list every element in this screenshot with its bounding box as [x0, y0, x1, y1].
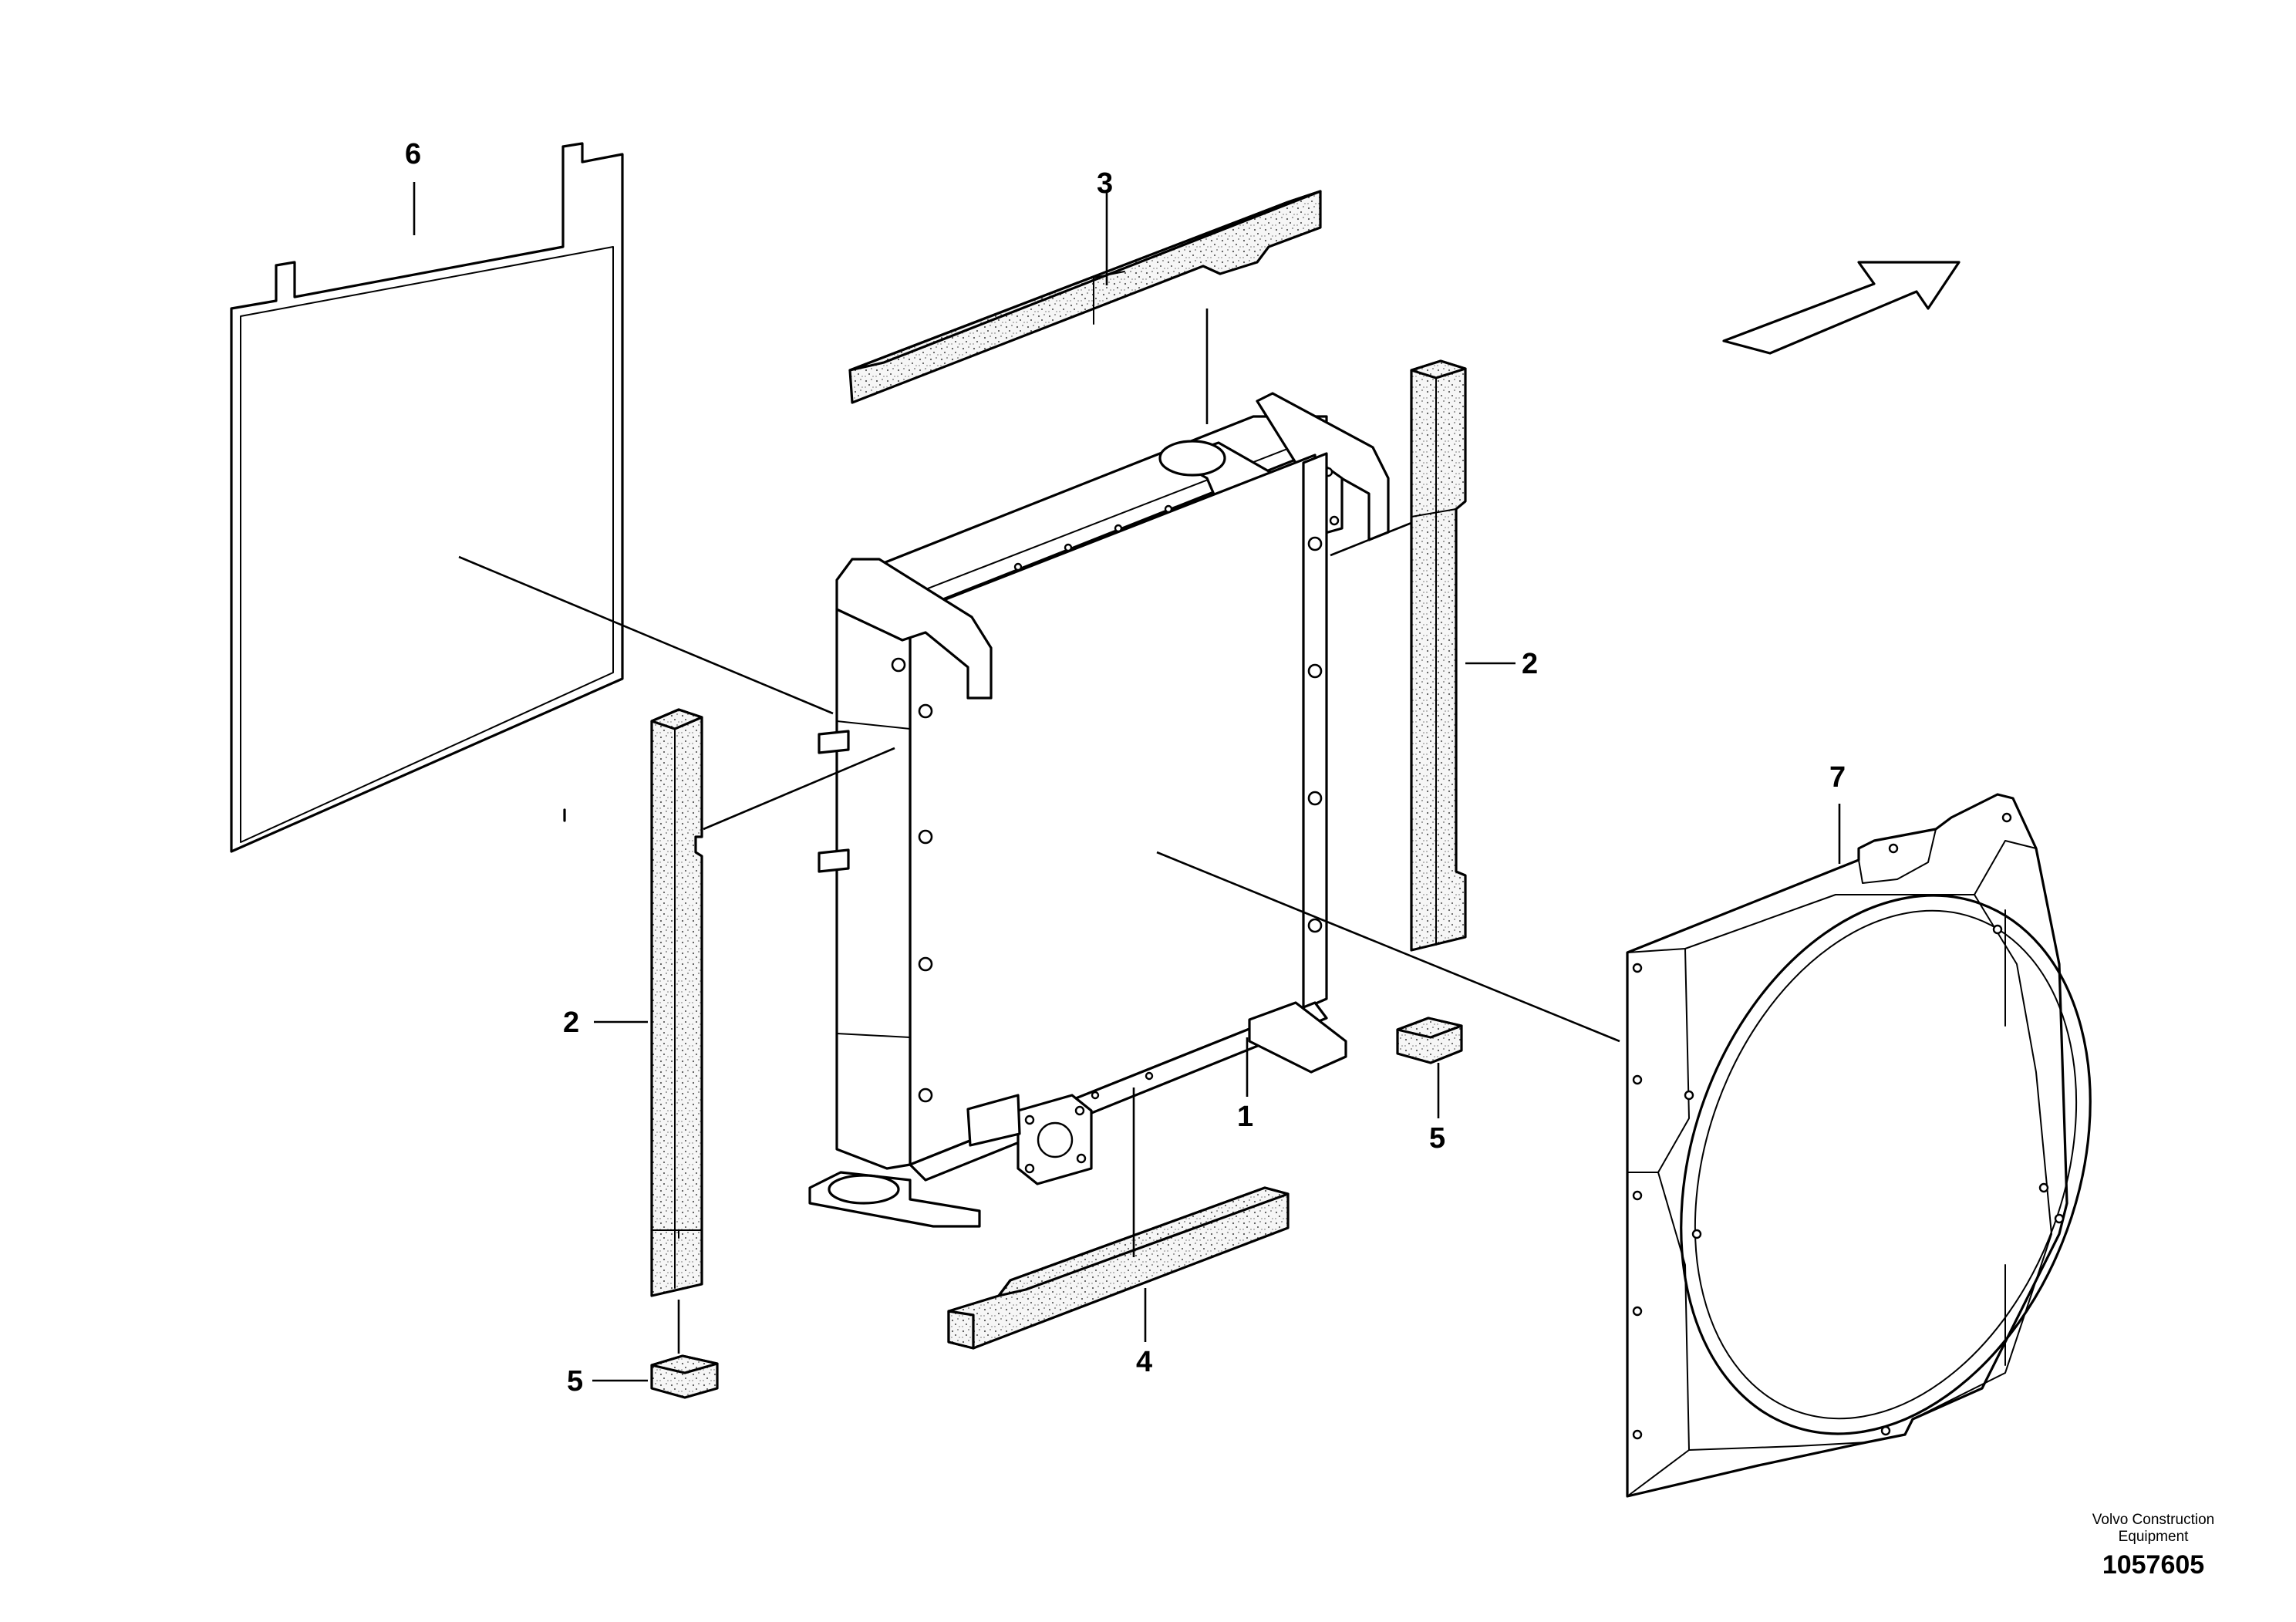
publisher-name: Volvo Construction Equipment — [2092, 1512, 2215, 1545]
callout-5-left: 5 — [567, 1365, 583, 1398]
publisher-watermark: Volvo Construction Equipment 1057605 — [2065, 1512, 2242, 1580]
part-2-left-foam-strip — [650, 708, 703, 1297]
callouts: 6 3 2 7 2 1 5 4 5 — [405, 138, 1846, 1398]
arrow-up-right-icon — [1722, 261, 1961, 355]
part-7-fan-shroud — [1626, 793, 2092, 1498]
part-4-bottom-foam-strip — [947, 1186, 1290, 1350]
callout-2-right: 2 — [1522, 648, 1538, 680]
leader-lines — [413, 182, 1841, 1382]
part-5-right-foam-pad — [1396, 1017, 1463, 1064]
callout-6: 6 — [405, 138, 421, 170]
part-3-top-foam-strip — [848, 190, 1322, 404]
part-1-radiator — [808, 392, 1390, 1228]
callout-1: 1 — [1237, 1101, 1253, 1133]
part-5-left-foam-pad — [650, 1354, 719, 1399]
callout-5-right: 5 — [1429, 1122, 1445, 1155]
callout-2-left: 2 — [563, 1007, 579, 1039]
callout-3: 3 — [1097, 167, 1113, 200]
part-2-right-foam-strip — [1410, 359, 1467, 952]
drawing-number: 1057605 — [2102, 1550, 2205, 1580]
callout-4: 4 — [1136, 1346, 1152, 1378]
part-6-screen-panel — [230, 142, 624, 853]
callout-7: 7 — [1829, 761, 1846, 794]
